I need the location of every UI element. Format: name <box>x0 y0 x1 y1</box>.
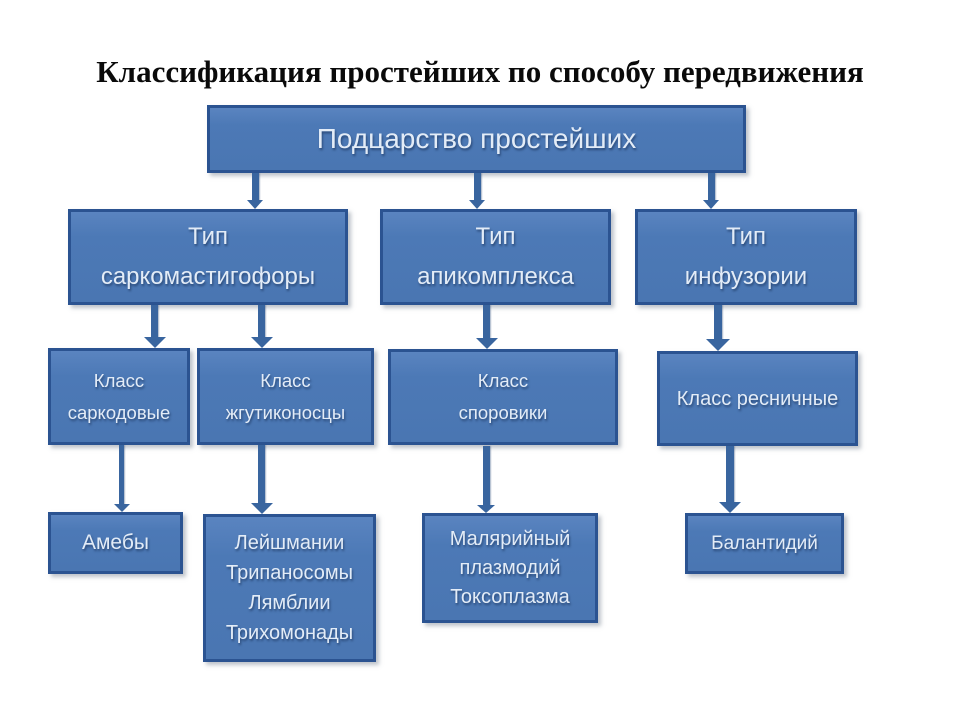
connector-sarcomastigophora-flagellata <box>258 305 265 338</box>
node-class-flagellata: Класс жгутиконосцы <box>197 348 374 445</box>
arrowhead-icon <box>144 337 166 348</box>
arrowhead-icon <box>703 200 719 209</box>
connector-sporozoa-examples <box>483 446 490 506</box>
node-type-sarcomastigophora: Тип саркомастигофоры <box>68 209 348 305</box>
node-label: Тип саркомастигофоры <box>100 223 316 290</box>
node-examples-flagellata: Лейшмании Трипаносомы Лямблии Трихомонад… <box>203 514 376 662</box>
arrowhead-icon <box>469 200 485 209</box>
connector-ciliata-balantidium <box>726 446 734 503</box>
arrowhead-icon <box>706 339 730 351</box>
connector-sarcodina-amoebas <box>119 445 124 505</box>
node-type-infusoria: Тип инфузории <box>635 209 857 305</box>
node-examples-balantidium: Балантидий <box>685 513 844 574</box>
node-type-apicomplexa: Тип апикомплекса <box>380 209 611 305</box>
node-subkingdom-protozoa: Подцарство простейших <box>207 105 746 173</box>
node-label: Лейшмании Трипаносомы Лямблии Трихомонад… <box>225 532 354 644</box>
connector-root-apicomplexa <box>474 173 481 201</box>
node-label: Класс жгутиконосцы <box>225 369 346 423</box>
connector-root-infusoria <box>708 173 715 201</box>
arrowhead-icon <box>114 504 130 512</box>
node-label: Тип апикомплекса <box>417 223 574 290</box>
node-label: Подцарство простейших <box>316 123 637 154</box>
connector-infusoria-ciliata <box>714 305 722 340</box>
node-label: Класс саркодовые <box>67 369 171 423</box>
arrowhead-icon <box>251 503 273 514</box>
connector-flagellata-examples <box>258 445 265 504</box>
diagram-title: Классификация простейших по способу пере… <box>96 54 864 89</box>
node-label: Класс споровики <box>458 370 548 423</box>
node-label: Тип инфузории <box>684 223 808 290</box>
node-label: Балантидий <box>711 532 818 554</box>
arrowhead-icon <box>476 338 498 349</box>
node-class-sporozoa: Класс споровики <box>388 349 618 445</box>
arrowhead-icon <box>719 502 741 513</box>
node-class-sarcodina: Класс саркодовые <box>48 348 190 445</box>
arrowhead-icon <box>477 505 495 513</box>
connector-apicomplexa-sporozoa <box>483 305 490 339</box>
node-examples-amoebas: Амебы <box>48 512 183 574</box>
node-label: Малярийный плазмодий Токсоплазма <box>449 527 571 608</box>
node-label: Амебы <box>81 531 149 554</box>
node-class-ciliata: Класс ресничные <box>657 351 858 446</box>
connector-root-sarcomastigophora <box>252 173 259 201</box>
arrowhead-icon <box>251 337 273 348</box>
connector-sarcomastigophora-sarcodina <box>151 305 158 338</box>
node-label: Класс ресничные <box>676 387 839 410</box>
arrowhead-icon <box>247 200 263 209</box>
node-examples-sporozoa: Малярийный плазмодий Токсоплазма <box>422 513 598 623</box>
